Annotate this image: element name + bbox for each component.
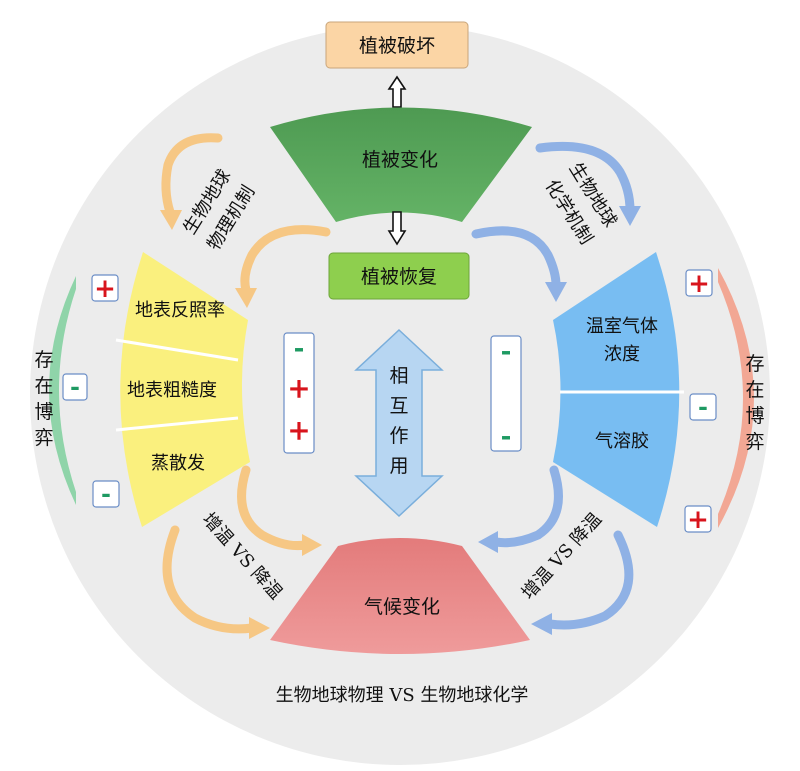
vegetation-destruction-label: 植被破坏	[359, 35, 435, 57]
right-game-bracket	[718, 268, 754, 528]
vegetation-change-sector	[270, 107, 532, 222]
right-inner-sign-1: -	[501, 337, 512, 367]
left-game-bracket	[49, 276, 76, 505]
blue-arrow-top-right-outer-head	[619, 206, 641, 226]
vegetation-destruction-box	[325, 21, 469, 69]
interaction-char-3: 作	[389, 425, 408, 447]
left-outer-sign-2: -	[70, 372, 80, 401]
right-outer-sign-box-1	[685, 269, 713, 297]
left-game-char-3: 博	[34, 401, 53, 423]
blue-item-ghg-line1: 温室气体	[586, 316, 658, 337]
interaction-char-2: 互	[389, 395, 408, 417]
yellow-item-roughness: 地表粗糙度	[127, 380, 217, 401]
yellow-divider-2	[115, 416, 239, 432]
biogeochemical-factors-sector	[553, 252, 680, 527]
climate-change-label: 气候变化	[364, 596, 440, 618]
interaction-char-4: 用	[389, 455, 408, 477]
vegetation-recovery-box	[328, 252, 470, 300]
bottom-caption: 生物地球物理 VS 生物地球化学	[276, 685, 529, 706]
orange-arrow-bottom-left-outer-head	[249, 617, 270, 639]
right-game-char-3: 博	[745, 405, 764, 427]
blue-arrow-bottom-right-outer	[545, 530, 634, 630]
down-hollow-arrow	[387, 211, 407, 246]
blue-arrow-top-right-outer	[535, 141, 635, 215]
blue-arrow-top-right-inner	[471, 226, 561, 290]
vegetation-change-label: 植被变化	[362, 149, 438, 171]
vegetation-recovery-label: 植被恢复	[361, 266, 437, 288]
biophysical-factors-sector	[120, 252, 250, 527]
right-outer-sign-box-3	[684, 505, 712, 533]
left-inner-sign-3: +	[287, 414, 310, 447]
yellow-item-albedo: 地表反照率	[135, 300, 225, 321]
left-inner-sign-box	[283, 332, 315, 454]
left-inner-sign-2: +	[287, 372, 310, 405]
blue-item-ghg-line2: 浓度	[604, 344, 640, 365]
interaction-double-arrow	[354, 328, 444, 518]
blue-arrow-top-right-inner-head	[545, 282, 567, 302]
yellow-item-evapotranspiration: 蒸散发	[151, 453, 205, 474]
orange-arrow-bottom-left-outer	[162, 525, 257, 634]
orange-arrow-top-left-inner-head	[235, 288, 257, 308]
yellow-divider-1	[115, 338, 239, 362]
right-outer-sign-2: -	[698, 392, 708, 421]
right-outer-sign-3: +	[687, 505, 709, 535]
blue-item-aerosol: 气溶胶	[595, 431, 649, 452]
interaction-char-1: 相	[389, 365, 408, 387]
left-outer-sign-box-1	[91, 274, 119, 302]
orange-arrow-bottom-left-inner	[237, 465, 310, 550]
right-game-char-2: 在	[745, 379, 764, 401]
orange-arrow-top-left-inner	[240, 225, 331, 295]
right-outer-sign-box-2	[689, 393, 717, 421]
left-game-char-4: 弈	[34, 427, 53, 449]
right-inner-sign-box	[490, 335, 522, 452]
left-outer-sign-3: -	[101, 479, 111, 508]
left-outer-sign-1: +	[94, 274, 116, 304]
left-game-char-2: 在	[34, 375, 53, 397]
left-outer-sign-box-3	[92, 480, 120, 508]
up-hollow-arrow	[387, 75, 407, 108]
blue-arrow-bottom-right-outer-head	[531, 613, 552, 635]
blue-arrow-bottom-right-inner	[491, 465, 563, 548]
right-inner-sign-2: -	[501, 422, 512, 452]
blue-arrow-bottom-right-inner-head	[478, 531, 498, 553]
right-outer-sign-1: +	[688, 269, 710, 299]
right-game-char-4: 弈	[745, 431, 764, 453]
orange-arrow-bottom-left-inner-head	[302, 534, 322, 556]
left-game-char-1: 存	[34, 349, 53, 371]
left-inner-sign-1: -	[294, 334, 305, 364]
left-outer-sign-box-2	[62, 373, 88, 401]
orange-arrow-top-left-outer-head	[160, 210, 182, 230]
climate-change-sector	[270, 538, 530, 654]
orange-arrow-top-left-outer	[161, 133, 223, 217]
right-game-char-1: 存	[745, 353, 764, 375]
